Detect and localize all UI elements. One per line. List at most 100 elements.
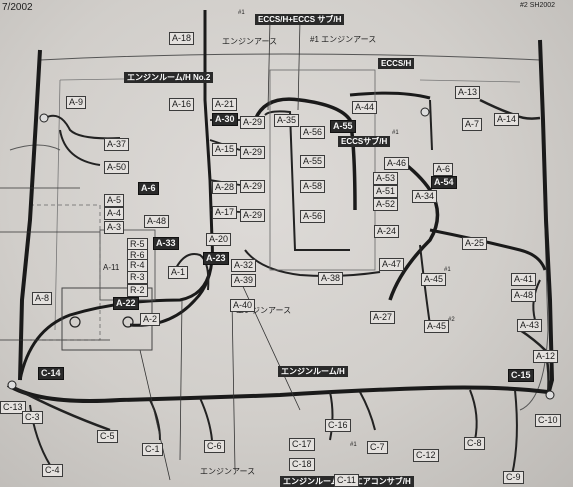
connector-a-38: A-38: [318, 272, 344, 285]
connector-a-45a: A-45: [421, 273, 447, 286]
harness-a1: [174, 253, 210, 291]
harness-a50: [59, 129, 101, 166]
connector-c-8: C-8: [464, 437, 485, 450]
connector-r-3: R-3: [127, 271, 148, 284]
connector-a-21: A-21: [212, 98, 238, 111]
ground-label-bottom: エンジンアース: [200, 467, 256, 476]
connector-a-53: A-53: [373, 172, 399, 185]
connector-a-7: A-7: [462, 118, 483, 131]
connector-a-45b: A-45: [424, 320, 450, 333]
connector-c-6: C-6: [204, 440, 225, 453]
connector-a-2: A-2: [140, 313, 161, 326]
connector-a-18: A-18: [169, 32, 195, 45]
connector-c-7: C-7: [367, 441, 388, 454]
connector-a-34: A-34: [412, 190, 438, 203]
right-harness-a54: [388, 158, 440, 301]
harness-title-eccs-sub-h: ECCSサブ/H: [338, 136, 391, 147]
connector-a-56b: A-56: [300, 210, 326, 223]
connector-a-23: A-23: [203, 252, 229, 265]
connector-a-11: A-11: [103, 263, 120, 272]
connector-a-54: A-54: [431, 176, 457, 189]
left-main-harness: [18, 49, 42, 381]
connector-a-48: A-48: [144, 215, 170, 228]
mark-1: #1: [238, 10, 245, 16]
mark-4: #2: [448, 317, 455, 323]
connector-a-4: A-4: [104, 207, 125, 220]
top-right-note: #2 SH2002: [520, 2, 556, 9]
connector-a-32: A-32: [231, 259, 257, 272]
center-branches: [209, 119, 241, 213]
connector-c-13: C-13: [0, 401, 26, 414]
connector-a-39: A-39: [231, 274, 257, 287]
mark-2: #1: [392, 130, 399, 136]
connector-c-1: C-1: [142, 443, 163, 456]
connector-a-40: A-40: [230, 299, 256, 312]
thin-leads: [0, 19, 301, 481]
ground-label-top2: #1 エンジンアース: [310, 35, 377, 44]
bottom-main-harness: [6, 383, 549, 403]
connector-a-12: A-12: [533, 350, 559, 363]
connector-a-24: A-24: [374, 225, 400, 238]
connector-r-2: R-2: [127, 284, 148, 297]
connector-a-50: A-50: [104, 161, 130, 174]
wheel-arch-left: [9, 144, 61, 151]
connector-c-17: C-17: [289, 438, 315, 451]
connector-c-4: C-4: [42, 464, 63, 477]
eccs-h-right: [349, 91, 431, 100]
connector-c-9: C-9: [503, 471, 524, 484]
connector-a-15: A-15: [212, 143, 238, 156]
ground-label-mid: エンジンアース: [236, 306, 292, 315]
dashed-outline: [30, 204, 101, 341]
connector-a-22: A-22: [113, 297, 139, 310]
connector-c-14: C-14: [38, 367, 64, 380]
connector-a-17: A-17: [212, 206, 238, 219]
connector-a-52: A-52: [373, 198, 399, 211]
connector-a-8: A-8: [32, 292, 53, 305]
connector-a-9: A-9: [66, 96, 87, 109]
connector-a-55: A-55: [330, 120, 356, 133]
connector-a-46: A-46: [384, 157, 410, 170]
connector-a-20: A-20: [206, 233, 232, 246]
bottom-branch-c9: [511, 389, 518, 476]
harness-title-eccs-h: ECCS/H: [378, 58, 415, 69]
center-vertical-harness: [203, 10, 214, 241]
connector-c-12: C-12: [413, 449, 439, 462]
connector-a-29d: A-29: [240, 209, 266, 222]
connector-a-43: A-43: [517, 319, 543, 332]
connector-a-58a: A-58: [300, 180, 326, 193]
eccs-frame: [269, 69, 376, 271]
connector-c-11: C-11: [334, 474, 359, 487]
connector-c-5: C-5: [97, 430, 118, 443]
connector-a-16: A-16: [169, 98, 195, 111]
eccs-upper-loop: [253, 97, 357, 211]
connector-a-29b: A-29: [240, 146, 266, 159]
right-top-branch: [429, 99, 433, 151]
connector-a-37: A-37: [104, 138, 130, 151]
connector-a-25: A-25: [462, 237, 488, 250]
top-left-note: 7/2002: [2, 2, 33, 13]
bottom-branch-left: [14, 386, 111, 432]
battery-terminal-pos: [122, 316, 134, 328]
mark-5: #1: [350, 442, 357, 448]
connector-a-13: A-13: [455, 86, 481, 99]
harness-a9: [44, 114, 121, 140]
mark-3: #1: [444, 267, 451, 273]
bottom-branch-c1: [149, 399, 161, 441]
right-harness-a45: [419, 244, 431, 326]
connector-a-56a: A-56: [300, 126, 326, 139]
harness-title-eccs-sub: ECCS/H+ECCS サブ/H: [255, 14, 345, 25]
connector-c-16: C-16: [325, 419, 351, 432]
connector-a-14: A-14: [494, 113, 520, 126]
connector-a-30: A-30: [212, 113, 238, 126]
body-outline: [39, 53, 549, 411]
connector-a-6b: A-6: [433, 163, 454, 176]
connector-a-33: A-33: [153, 237, 179, 250]
ground-label-top: エンジンアース: [222, 37, 278, 46]
bottom-branch-c8: [469, 389, 478, 441]
connector-c-18: C-18: [289, 458, 315, 471]
connector-a-35: A-35: [274, 114, 300, 127]
battery-terminal-neg: [69, 316, 81, 328]
center-lower-harness: [244, 249, 381, 277]
connector-a-55a: A-55: [300, 155, 326, 168]
